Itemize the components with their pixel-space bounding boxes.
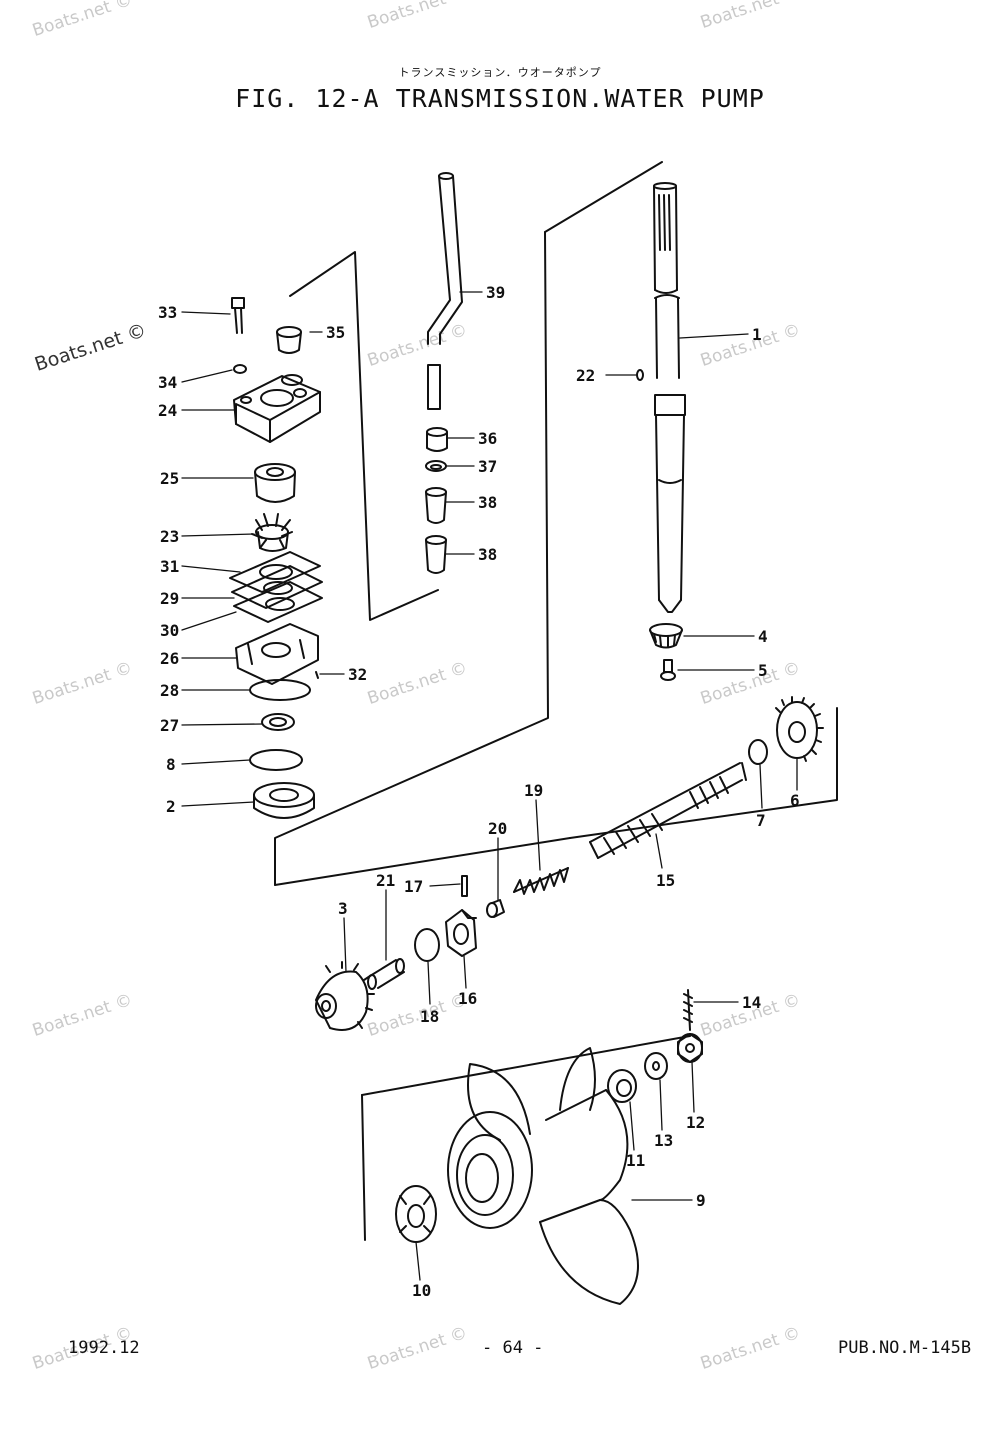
part-pump-case-26 xyxy=(235,623,319,685)
assembly-boundary-line xyxy=(289,251,439,621)
callout-3: 3 xyxy=(338,899,348,918)
callout-15: 15 xyxy=(656,871,675,890)
callout-19: 19 xyxy=(524,781,543,800)
part-oil-seal-27 xyxy=(261,713,295,731)
part-oring-28 xyxy=(249,679,311,701)
part-propeller-shaft-15 xyxy=(589,762,747,859)
part-grommet-38 xyxy=(425,535,447,574)
callout-38: 38 xyxy=(478,493,497,512)
callout-28: 28 xyxy=(160,681,179,700)
part-outer-plate-29 xyxy=(231,565,323,609)
assembly-boundary-line xyxy=(361,1035,691,1096)
callout-38: 38 xyxy=(478,545,497,564)
part-spring-19 xyxy=(513,867,569,895)
callout-16: 16 xyxy=(458,989,477,1008)
callout-5: 5 xyxy=(758,661,768,680)
callout-23: 23 xyxy=(160,527,179,546)
callout-31: 31 xyxy=(160,557,179,576)
callout-11: 11 xyxy=(626,1151,645,1170)
callout-13: 13 xyxy=(654,1131,673,1150)
callout-2: 2 xyxy=(166,797,176,816)
callout-34: 34 xyxy=(158,373,177,392)
callout-21: 21 xyxy=(376,871,395,890)
part-spacer-11 xyxy=(607,1069,637,1103)
callout-36: 36 xyxy=(478,429,497,448)
part-impeller-23 xyxy=(251,513,293,552)
leader-lines xyxy=(181,291,798,1281)
footer-publication-number: PUB.NO.M-145B xyxy=(838,1338,972,1358)
part-gasket-31 xyxy=(229,551,321,593)
callout-7: 7 xyxy=(756,811,766,830)
part-forward-gear-6 xyxy=(775,696,824,762)
part-key-22 xyxy=(636,369,644,381)
callout-32: 32 xyxy=(348,665,367,684)
part-plunger-20 xyxy=(486,899,505,918)
footer-date: 1992.12 xyxy=(68,1338,140,1358)
part-cross-pin-ring-18 xyxy=(414,928,440,962)
part-thrust-washer-7 xyxy=(748,739,768,765)
part-propeller-nut-12 xyxy=(677,1033,703,1063)
part-water-tube-39 xyxy=(427,172,463,345)
callout-24: 24 xyxy=(158,401,177,420)
part-washer-34 xyxy=(233,364,247,374)
part-pump-housing-24 xyxy=(233,375,321,443)
callout-20: 20 xyxy=(488,819,507,838)
callout-14: 14 xyxy=(742,993,761,1012)
assembly-boundary-line xyxy=(361,1094,366,1241)
part-clutch-dog-16 xyxy=(445,909,477,957)
part-grommet-36 xyxy=(426,427,448,452)
callout-8: 8 xyxy=(166,755,176,774)
callout-22: 22 xyxy=(576,366,595,385)
figure-subtitle-japanese: トランスミッション．ウオータポンプ xyxy=(398,66,602,79)
part-shift-plunger-21 xyxy=(367,958,405,990)
callout-26: 26 xyxy=(160,649,179,668)
part-thrust-hub-10 xyxy=(395,1185,437,1243)
callout-18: 18 xyxy=(420,1007,439,1026)
part-bolt-33 xyxy=(231,297,245,334)
part-seal-37 xyxy=(425,460,447,472)
part-drive-shaft-1 xyxy=(653,182,686,613)
part-cotter-pin-14 xyxy=(683,989,693,1031)
part-ring-8 xyxy=(249,749,303,771)
callout-27: 27 xyxy=(160,716,179,735)
callout-labels: 33 35 34 24 25 23 31 29 30 26 32 28 27 8… xyxy=(158,283,800,1300)
footer-page-number: - 64 - xyxy=(482,1338,544,1358)
part-tube-segment xyxy=(427,364,441,410)
part-nut-5 xyxy=(660,659,676,681)
callout-29: 29 xyxy=(160,589,179,608)
callout-30: 30 xyxy=(160,621,179,640)
figure-title: FIG. 12-A TRANSMISSION.WATER PUMP xyxy=(235,84,765,113)
part-washer-13 xyxy=(644,1052,668,1080)
assembly-boundary-line xyxy=(274,231,549,886)
callout-1: 1 xyxy=(752,325,762,344)
part-propeller-9 xyxy=(447,1047,639,1305)
callout-37: 37 xyxy=(478,457,497,476)
part-grommet-38 xyxy=(425,487,447,524)
part-insert-cartridge-25 xyxy=(254,463,296,503)
part-pin-32 xyxy=(315,671,319,679)
part-pinion-gear-4 xyxy=(649,623,683,649)
part-bearing-2 xyxy=(253,782,315,819)
callout-12: 12 xyxy=(686,1113,705,1132)
assembly-boundary-line xyxy=(274,837,571,886)
callout-6: 6 xyxy=(790,791,800,810)
part-gasket-30 xyxy=(233,581,323,623)
callout-10: 10 xyxy=(412,1281,431,1300)
callout-39: 39 xyxy=(486,283,505,302)
part-bushing-35 xyxy=(276,326,303,386)
callout-4: 4 xyxy=(758,627,768,646)
callout-35: 35 xyxy=(326,323,345,342)
callout-25: 25 xyxy=(160,469,179,488)
part-cross-pin-17 xyxy=(461,875,468,897)
callout-9: 9 xyxy=(696,1191,706,1210)
assembly-boundary-line xyxy=(544,161,663,233)
part-reverse-gear-3 xyxy=(315,961,375,1031)
callout-33: 33 xyxy=(158,303,177,322)
callout-17: 17 xyxy=(404,877,423,896)
